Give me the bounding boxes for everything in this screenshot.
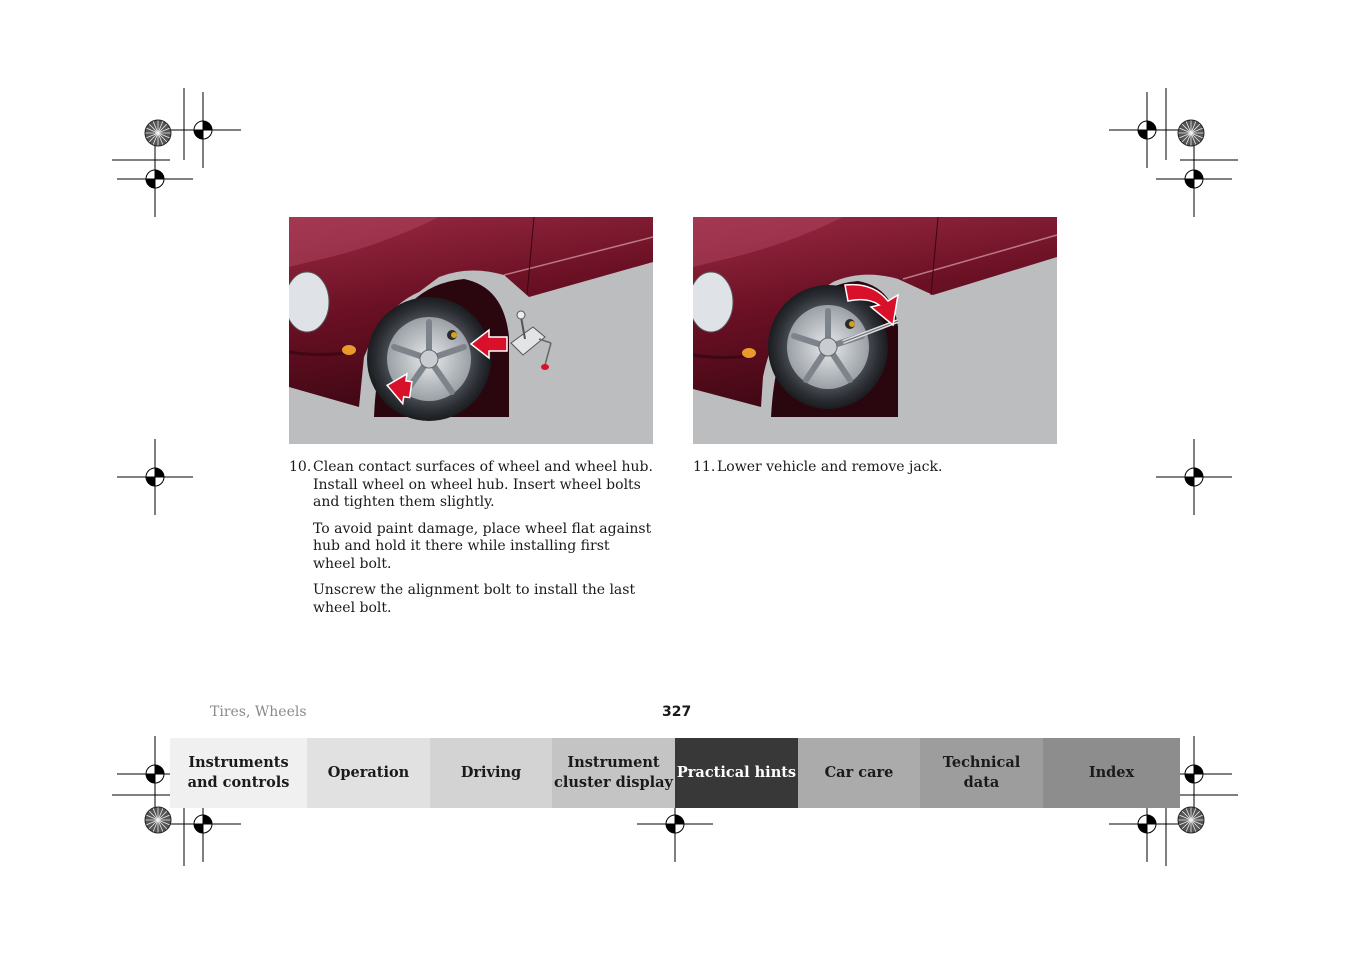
tab-label: Practical hints xyxy=(676,764,797,781)
tab-technical-data[interactable]: Technical data xyxy=(920,738,1043,808)
chapter-navigation: Instruments and controls Operation Drivi… xyxy=(170,738,1180,808)
tab-label: Car care xyxy=(824,764,894,781)
tab-car-care[interactable]: Car care xyxy=(798,738,920,808)
tab-driving[interactable]: Driving xyxy=(430,738,552,808)
tab-index[interactable]: Index xyxy=(1043,738,1180,808)
tab-label: Instrument cluster display xyxy=(554,754,673,791)
tab-instrument-cluster-display[interactable]: Instrument cluster display xyxy=(552,738,675,808)
step-paragraph: To avoid paint damage, place wheel flat … xyxy=(313,520,652,572)
step-paragraph: Unscrew the alignment bolt to install th… xyxy=(313,582,636,616)
step-number: 11. xyxy=(693,459,716,475)
tab-label: Driving xyxy=(460,764,522,781)
page-number: 327 xyxy=(662,704,692,720)
step-paragraph: Lower vehicle and remove jack. xyxy=(717,459,943,475)
tab-label: Technical data xyxy=(942,754,1021,791)
wheel-installation-illustration xyxy=(289,217,653,444)
step-number: 10. xyxy=(289,459,312,475)
section-title: Tires, Wheels xyxy=(210,704,307,720)
tab-label: Operation xyxy=(327,764,410,781)
tab-label: Instruments and controls xyxy=(187,754,290,791)
lower-vehicle-illustration xyxy=(693,217,1057,444)
tab-operation[interactable]: Operation xyxy=(307,738,430,808)
tab-practical-hints[interactable]: Practical hints xyxy=(675,738,798,808)
tab-instruments-and-controls[interactable]: Instruments and controls xyxy=(170,738,307,808)
tab-label: Index xyxy=(1088,764,1135,781)
step-paragraph: Clean contact surfaces of wheel and whee… xyxy=(313,459,653,510)
